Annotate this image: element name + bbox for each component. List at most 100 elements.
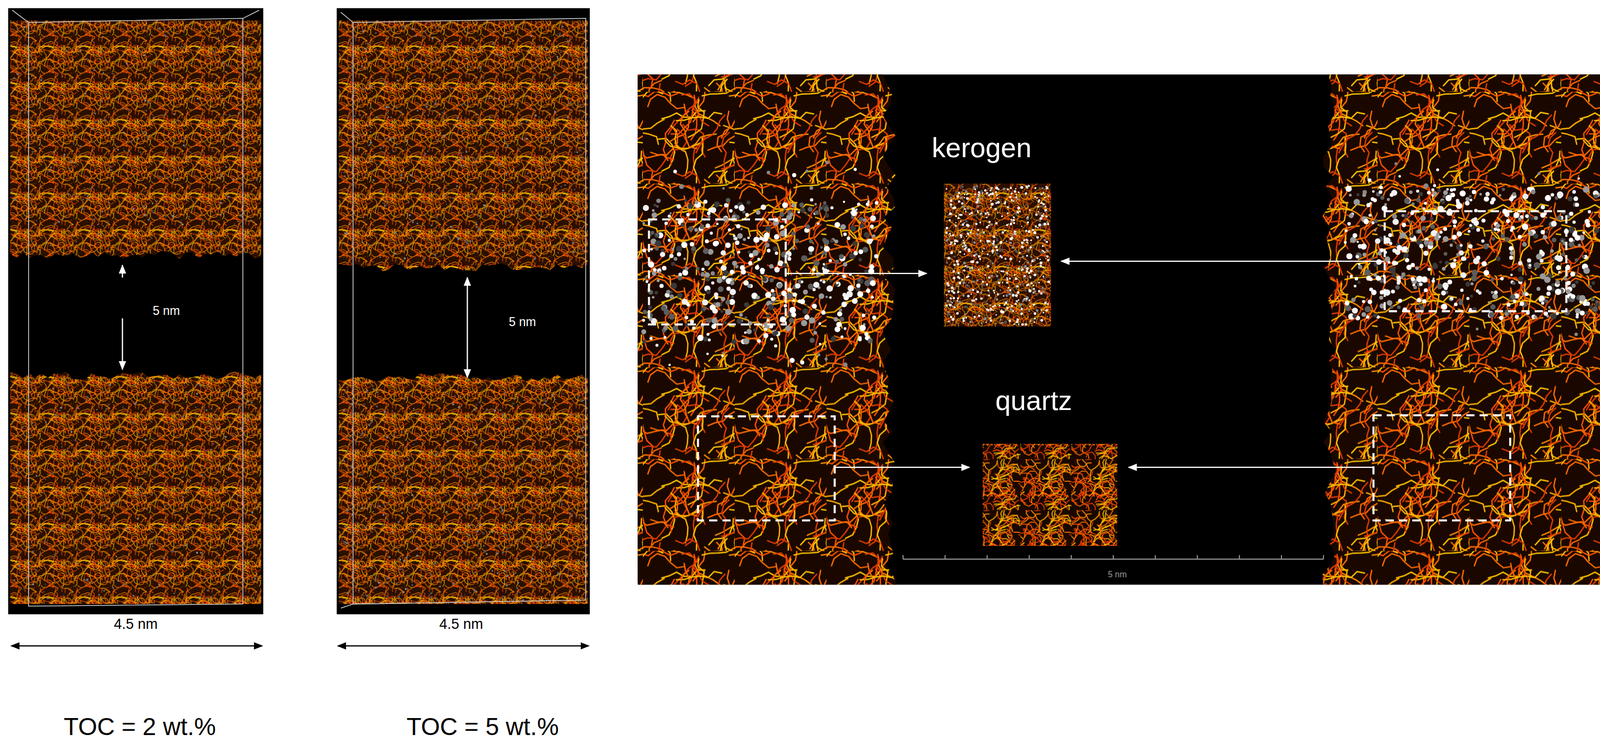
- atom-dot: [773, 330, 778, 335]
- atom-dot: [725, 308, 732, 315]
- atom-dot: [865, 202, 870, 206]
- atom-dot: [435, 453, 438, 456]
- atom-dot: [370, 141, 373, 144]
- atom-dot: [500, 572, 502, 574]
- atom-dot: [151, 210, 154, 213]
- atom-dot: [870, 215, 876, 222]
- atom-dot: [89, 503, 91, 506]
- atom-dot: [518, 66, 521, 69]
- atom-dot: [501, 441, 504, 443]
- atom-dot: [55, 491, 57, 493]
- atom-dot: [343, 171, 346, 174]
- atom-dot: [566, 454, 569, 457]
- atom-dot: [99, 234, 102, 236]
- atom-dot: [187, 215, 190, 218]
- atom-dot: [641, 329, 647, 334]
- atom-dot: [678, 272, 683, 277]
- atom-dot: [13, 415, 15, 417]
- atom-dot: [368, 62, 370, 64]
- atom-dot: [471, 48, 475, 51]
- atom-dot: [439, 557, 441, 559]
- atom-dot: [62, 218, 64, 220]
- atom-dot: [519, 522, 521, 525]
- atom-dot: [651, 295, 655, 299]
- atom-dot: [196, 97, 199, 100]
- atom-dot: [470, 506, 473, 509]
- atom-dot: [373, 84, 375, 86]
- atom-dot: [534, 450, 537, 453]
- atom-dot: [469, 591, 471, 593]
- atom-dot: [405, 439, 407, 441]
- atom-dot: [575, 174, 578, 177]
- atom-dot: [143, 131, 146, 134]
- atom-dot: [812, 287, 816, 291]
- atom-dot: [483, 467, 486, 470]
- atom-dot: [123, 489, 126, 492]
- atom-dot: [441, 37, 443, 39]
- atom-dot: [518, 467, 520, 469]
- atom-dot: [384, 389, 387, 392]
- atom-dot: [859, 324, 866, 331]
- atom-dot: [410, 476, 412, 479]
- atom-dot: [551, 427, 553, 429]
- atom-dot: [505, 534, 508, 536]
- atom-dot: [543, 161, 546, 165]
- atom-dot: [128, 240, 131, 243]
- atom-dot: [419, 569, 421, 571]
- atom-dot: [116, 119, 118, 122]
- atom-dot: [552, 82, 554, 84]
- atom-dot: [499, 408, 502, 411]
- atom-dot: [479, 125, 481, 127]
- atom-dot: [118, 564, 120, 567]
- atom-dot: [580, 428, 583, 432]
- atom-dot: [400, 174, 403, 177]
- atom-dot: [348, 115, 351, 118]
- atom-dot: [49, 244, 51, 246]
- atom-dot: [140, 95, 143, 98]
- atom-dot: [402, 441, 404, 443]
- atom-dot: [580, 515, 583, 518]
- atom-dot: [496, 552, 498, 554]
- atom-dot: [373, 506, 376, 509]
- atom-dot: [709, 231, 713, 235]
- atom-dot: [545, 400, 547, 403]
- atom-dot: [830, 336, 837, 342]
- atom-dot: [437, 187, 440, 189]
- atom-dot: [171, 139, 174, 141]
- atom-dot: [351, 70, 354, 72]
- atom-dot: [79, 49, 82, 53]
- atom-dot: [92, 203, 95, 205]
- atom-dot: [495, 130, 498, 133]
- atom-dot: [31, 241, 33, 244]
- atom-dot: [218, 167, 220, 169]
- atom-dot: [94, 156, 96, 158]
- atom-dot: [86, 578, 89, 581]
- atom-dot: [546, 427, 548, 429]
- atom-dot: [60, 242, 62, 244]
- atom-dot: [181, 223, 184, 226]
- atom-dot: [577, 396, 580, 399]
- atom-dot: [476, 503, 478, 506]
- atom-dot: [551, 65, 553, 67]
- atom-dot: [493, 409, 496, 412]
- atom-dot: [654, 232, 660, 238]
- atom-dot: [421, 577, 423, 579]
- atom-dot: [354, 411, 357, 414]
- atom-dot: [577, 536, 579, 538]
- atom-dot: [137, 574, 140, 577]
- atom-dot: [75, 240, 78, 243]
- atom-dot: [705, 262, 710, 266]
- atom-dot: [537, 458, 539, 461]
- atom-dot: [482, 155, 485, 157]
- atom-dot: [382, 585, 384, 587]
- atom-dot: [101, 597, 103, 600]
- atom-dot: [204, 139, 207, 142]
- atom-dot: [664, 221, 668, 225]
- atom-dot: [457, 470, 460, 473]
- atom-dot: [376, 163, 378, 166]
- atom-dot: [476, 157, 478, 160]
- atom-dot: [490, 458, 493, 460]
- atom-dot: [460, 130, 463, 133]
- atom-dot: [416, 60, 418, 63]
- atom-dot: [386, 70, 389, 72]
